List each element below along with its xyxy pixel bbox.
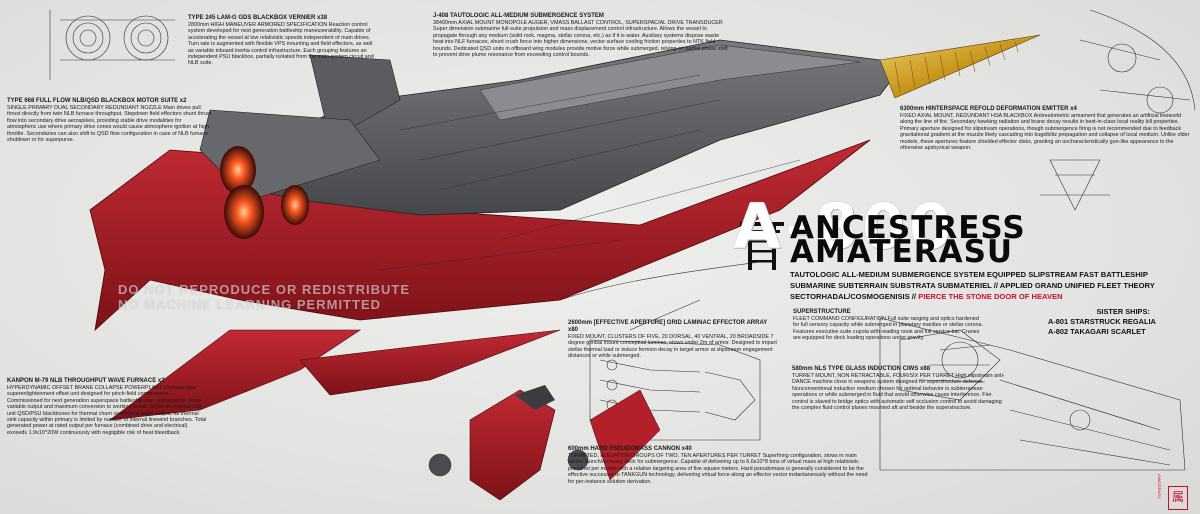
ship-name-line1: ANCESTRESS (790, 210, 1026, 246)
subtitle-motto: PIERCE THE STONE DOOR OF HEAVEN (918, 292, 1063, 301)
seal-caption: AMATERASU (1157, 474, 1162, 499)
drill-threads (894, 40, 1019, 93)
watermark-line1: DO NOT REPRODUCE OR REDISTRIBUTE (118, 282, 411, 297)
mecha-figure (428, 385, 661, 501)
spec-body: SINGLE PRIMARY DUAL SECONDARY REDUNDANT … (7, 105, 212, 144)
hull-upper-deck (479, 44, 861, 121)
subtitle-line2: SUBMARINE SUBTERRAIN SUBSTRATA SUBMATERI… (790, 281, 1155, 290)
spec-block-emitter: 6300mm HINTERSPACE REFOLD DEFORMATION EM… (900, 106, 1192, 151)
spec-heading: SUPERSTRUCTURE (793, 309, 851, 315)
subtitle-line3: SECTORHADAL/COSMOGENISIS // PIERCE THE S… (790, 292, 1063, 301)
ship-name-line2: AMATERASU (790, 234, 1014, 270)
spec-heading: TYPE 668 FULL FLOW NLB/QSD BLACKBOX MOTO… (7, 98, 187, 104)
spec-body: TURRETED, ELEVATION GROUPS OF TWO, TEN A… (568, 453, 868, 485)
artist-seal-stamp: 属 (1168, 486, 1188, 510)
spec-body: HYPERDYNAMIC OFFSET BRANE COLLAPSE POWER… (7, 385, 207, 436)
engine-glow-side (281, 185, 309, 225)
spec-heading: 600mm HARD PSEUDOMASS CANNON x40 (568, 446, 692, 452)
engine-glow-upper (220, 146, 256, 194)
spec-block-submergence: J-408 TAUTOLOGIC ALL-MEDIUM SUBMERGENCE … (433, 13, 728, 58)
spec-block-vernier: TYPE 245 LAM-G GDS BLACKBOX VERNIER x38 … (188, 15, 378, 67)
spec-heading: 2600mm [EFFECTIVE APERTURE] GRID LAMINAC… (568, 320, 768, 333)
sister-ship-2: A-802 TAKAGARI SCARLET (1048, 327, 1146, 336)
subtitle-line3-prefix: SECTORHADAL/COSMOGENISIS // (790, 292, 917, 301)
spec-body: 2800mm HIGH MANEUVER ARMORED SPECIFICATI… (188, 22, 374, 67)
spec-body: TURRET MOUNT, NON RETRACTABLE, FOUR/SIX … (792, 373, 1005, 412)
spec-block-ciws: 580mm NLS TYPE GLASS INDUCTION CIWS x88 … (792, 366, 1007, 411)
spec-block-furnace: KANPON M-79 NLB THROUGHPUT WAVE FURNACE … (7, 378, 207, 436)
spec-heading: TYPE 245 LAM-G GDS BLACKBOX VERNIER x38 (188, 15, 328, 21)
hull-panel-lines (379, 74, 801, 271)
spec-heading: KANPON M-79 NLB THROUGHPUT WAVE FURNACE … (7, 378, 165, 384)
subtitle-line1: TAUTOLOGIC ALL-MEDIUM SUBMERGENCE SYSTEM… (790, 270, 1148, 279)
spec-body: 38400mm AXIAL MOUNT MONOPOLE AUGER, VMAS… (433, 20, 728, 59)
spec-body: FIXED AXIAL MOUNT, REDUNDANT HSA BLACKBO… (900, 113, 1190, 152)
designation-title: A-800 (733, 190, 957, 263)
spec-block-motor: TYPE 668 FULL FLOW NLB/QSD BLACKBOX MOTO… (7, 98, 212, 143)
torii-emblem (740, 222, 784, 270)
spec-heading: J-408 TAUTOLOGIC ALL-MEDIUM SUBMERGENCE … (433, 13, 604, 19)
watermark-line2: NO MACHINE LEARNING PERMITTED (118, 297, 381, 312)
spec-body: FLEET COMMAND CONFIGURATION Full suite r… (793, 316, 983, 342)
watermark: DO NOT REPRODUCE OR REDISTRIBUTE NO MACH… (118, 282, 410, 312)
engine-glow-lower (224, 185, 264, 239)
sister-ship-1: A-801 STARSTRUCK REGALIA (1048, 317, 1156, 326)
spec-body: FIXED MOUNT, CLUSTERS OF FIVE, 20 DORSAL… (568, 334, 777, 360)
sister-ships: SISTER SHIPS: A-801 STARSTRUCK REGALIA A… (1048, 307, 1156, 337)
line-drawings (49, 9, 1196, 471)
spec-block-superstructure: SUPERSTRUCTURE FLEET COMMAND CONFIGURATI… (793, 309, 983, 342)
sister-ships-heading: SISTER SHIPS: (1096, 307, 1150, 316)
spec-heading: 6300mm HINTERSPACE REFOLD DEFORMATION EM… (900, 106, 1077, 112)
red-lower-fin (299, 329, 561, 396)
spec-block-cannon: 600mm HARD PSEUDOMASS CANNON x40 TURRETE… (568, 446, 868, 485)
monopole-auger-drill (879, 34, 1041, 99)
red-ventral-fin (108, 329, 361, 421)
spec-block-grid: 2600mm [EFFECTIVE APERTURE] GRID LAMINAC… (568, 320, 778, 360)
spec-heading: 580mm NLS TYPE GLASS INDUCTION CIWS x88 (792, 366, 931, 372)
